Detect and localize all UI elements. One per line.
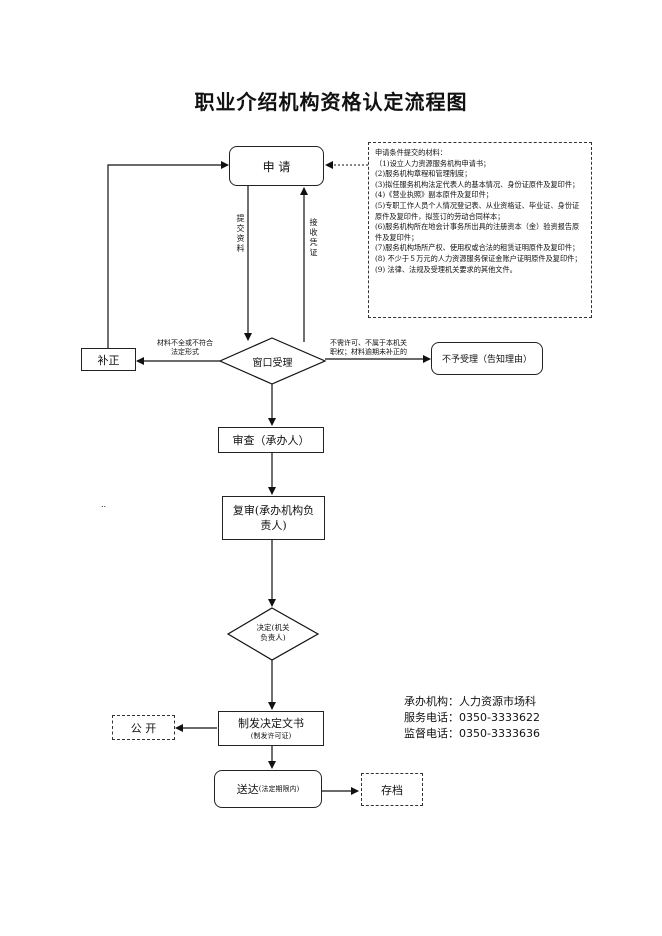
submit-label: 提交资料: [236, 214, 245, 253]
deliver-label: 送达: [236, 783, 259, 796]
incomplete-label-line2: 法定形式: [171, 348, 199, 356]
requirement-item: (3)拟任服务机构法定代表人的基本情况、身份证原件及复印件；: [375, 179, 580, 189]
decision-label-line1: 决定(机关: [256, 623, 290, 632]
requirement-item: (5)专职工作人员个人情况登记表、从业资格证、毕业证、身份证原件及复印件，拟签订…: [375, 200, 580, 221]
requirement-item: (2)服务机构章程和管理制度；: [375, 169, 472, 179]
decision-label-line2: 负责人): [260, 633, 286, 642]
requirements-box: 申请条件提交的材料： （1)设立人力资源服务机构申请书； (2)服务机构章程和管…: [368, 142, 592, 318]
incomplete-label-line1: 材料不全或不符合: [157, 339, 213, 347]
recheck-label: 复审(承办机构负责人): [232, 504, 315, 532]
apply-node: 申 请: [229, 146, 324, 186]
review-label: 审查（承办人）: [232, 434, 310, 447]
issue-node: 制发决定文书 (制发许可证): [218, 711, 324, 746]
issue-sublabel: (制发许可证): [250, 731, 292, 740]
page-title: 职业介绍机构资格认定流程图: [194, 90, 468, 114]
publish-node: 公 开: [112, 715, 175, 740]
requirement-item: (9) 法律、法规及受理机关要求的其他文件。: [375, 264, 517, 274]
requirement-item: (4)《营业执照》副本原件及复印件；: [375, 190, 493, 200]
contact-service-phone: 服务电话：0350-3333622: [404, 711, 540, 724]
decision-label: 决定(机关 负责人): [228, 623, 318, 643]
review-node: 审查（承办人）: [218, 427, 324, 453]
contact-supervise-phone: 监督电话：0350-3333636: [404, 727, 540, 740]
window-diamond: [218, 337, 327, 385]
decision-diamond: [226, 607, 320, 661]
issue-label: 制发决定文书: [238, 716, 304, 730]
deliver-sublabel: (法定期限内): [258, 785, 300, 793]
receipt-label: 接收凭证: [309, 218, 318, 257]
incomplete-label: 材料不全或不符合 法定形式: [150, 339, 220, 357]
deliver-node: 送达 (法定期限内): [214, 770, 322, 808]
supplement-node: 补正: [81, 348, 136, 371]
publish-label: 公 开: [130, 721, 157, 735]
requirements-heading: 申请条件提交的材料：: [375, 148, 447, 157]
archive-label: 存档: [381, 783, 403, 797]
no-license-label-line2: 职权；材料逾期未补正的: [330, 348, 407, 356]
contact-org: 承办机构：人力资源市场科: [404, 695, 536, 708]
contact-info: 承办机构：人力资源市场科 服务电话：0350-3333622 监督电话：0350…: [404, 694, 540, 742]
requirement-item: (8) 不少于５万元的人力资源服务保证金账户证明原件及复印件；: [375, 253, 582, 263]
window-label: 窗口受理: [252, 358, 293, 369]
apply-label: 申 请: [262, 159, 291, 174]
stray-mark: ..: [101, 500, 107, 509]
supplement-label: 补正: [97, 353, 120, 367]
reject-label: 不予受理（告知理由）: [441, 355, 532, 365]
no-license-label-line1: 不需许可、不属于本机关: [330, 339, 407, 347]
no-license-label: 不需许可、不属于本机关 职权；材料逾期未补正的: [330, 339, 425, 357]
recheck-node: 复审(承办机构负责人): [222, 496, 325, 540]
requirement-item: (6)服务机构所在地会计事务所出具的注册资本（金）验资报告原件及复印件；: [375, 222, 580, 242]
requirement-item: （1)设立人力资源服务机构申请书；: [375, 158, 491, 168]
archive-node: 存档: [361, 773, 423, 806]
reject-node: 不予受理（告知理由）: [431, 342, 543, 375]
requirement-item: (7)服务机构场所产权、使用权或合法的租赁证明原件及复印件；: [375, 243, 580, 253]
arrow-supplement-loop: [107, 161, 229, 348]
